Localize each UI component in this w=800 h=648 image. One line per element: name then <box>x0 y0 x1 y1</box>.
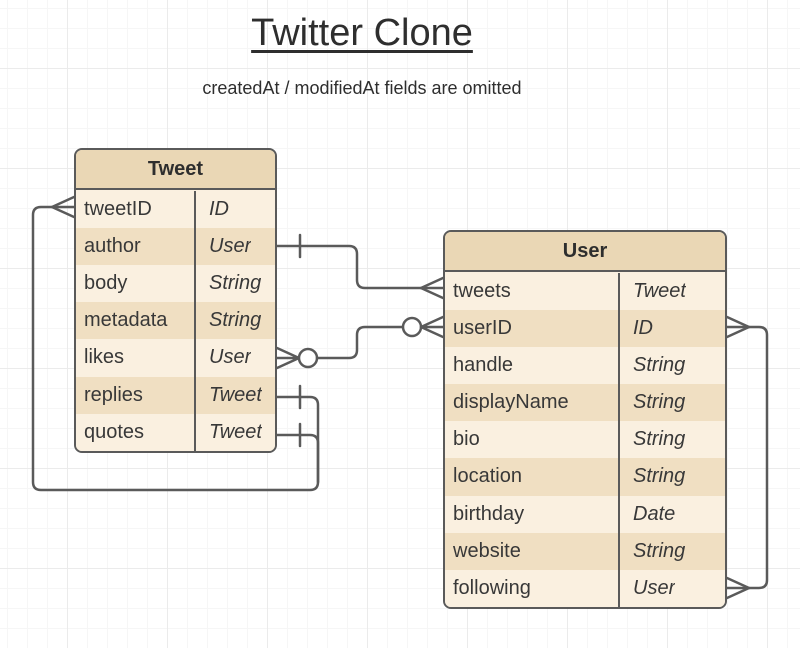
field-row-bio[interactable]: bio String <box>445 421 725 459</box>
field-type: User <box>209 234 252 257</box>
field-row-userid[interactable]: userID ID <box>445 309 725 347</box>
diagram-subtitle: createdAt / modifiedAt fields are omitte… <box>202 78 522 98</box>
field-name: location <box>453 465 522 488</box>
field-type: ID <box>209 197 229 220</box>
field-name: displayName <box>453 391 569 414</box>
edge-user-following-to-user-userid[interactable] <box>725 315 769 600</box>
field-type: Tweet <box>209 383 262 406</box>
crow-foot-many <box>419 315 445 339</box>
column-divider <box>193 190 196 451</box>
field-name: quotes <box>84 420 145 443</box>
field-type: String <box>633 353 686 376</box>
cardinality-zero-circle <box>297 347 319 369</box>
field-row-tweetid[interactable]: tweetID ID <box>76 190 275 228</box>
cardinality-zero-circle <box>401 316 423 338</box>
field-row-website[interactable]: website String <box>445 532 725 570</box>
entity-user[interactable]: User tweets Tweet userID ID handle Strin… <box>443 230 727 609</box>
field-type: Tweet <box>209 420 262 443</box>
field-name: userID <box>453 316 512 339</box>
edge-tweet-quotes-to-tweet-tweetid[interactable] <box>275 422 320 484</box>
field-type: String <box>633 428 686 451</box>
field-row-handle[interactable]: handle String <box>445 346 725 385</box>
field-type: String <box>633 539 686 562</box>
entity-tweet-title[interactable]: Tweet <box>76 150 275 190</box>
field-name: author <box>84 234 141 257</box>
field-row-birthday[interactable]: birthday Date <box>445 495 725 533</box>
field-name: bio <box>453 428 480 451</box>
field-row-tweets[interactable]: tweets Tweet <box>445 272 725 310</box>
field-row-metadata[interactable]: metadata String <box>76 302 275 340</box>
field-row-likes[interactable]: likes User <box>76 339 275 377</box>
column-divider <box>617 272 620 607</box>
crow-foot-many <box>725 576 751 600</box>
edge-tweet-author-to-user-tweets[interactable] <box>275 233 445 300</box>
field-name: tweets <box>453 279 511 302</box>
field-name: tweetID <box>84 197 152 220</box>
field-row-author[interactable]: author User <box>76 227 275 265</box>
field-type: ID <box>633 316 653 339</box>
edge-tweet-likes-to-user-userid[interactable] <box>275 315 445 370</box>
field-row-location[interactable]: location String <box>445 458 725 496</box>
field-name: replies <box>84 383 143 406</box>
crow-foot-many <box>50 195 76 219</box>
field-row-following[interactable]: following User <box>445 569 725 607</box>
crow-foot-many <box>419 276 445 300</box>
field-name: body <box>84 272 128 295</box>
field-name: following <box>453 576 531 599</box>
field-type: String <box>209 272 262 295</box>
entity-tweet-fields: tweetID ID author User body String metad… <box>76 190 275 451</box>
entity-tweet[interactable]: Tweet tweetID ID author User body String… <box>74 148 277 453</box>
field-type: Date <box>633 502 676 525</box>
crow-foot-many <box>725 315 751 339</box>
field-name: birthday <box>453 502 525 525</box>
field-row-replies[interactable]: replies Tweet <box>76 376 275 414</box>
field-row-quotes[interactable]: quotes Tweet <box>76 413 275 451</box>
entity-user-title[interactable]: User <box>445 232 725 272</box>
field-type: User <box>633 576 676 599</box>
entity-user-fields: tweets Tweet userID ID handle String dis… <box>445 272 725 607</box>
field-type: String <box>633 391 686 414</box>
field-type: String <box>209 309 262 332</box>
diagram-title: Twitter Clone <box>251 12 473 54</box>
field-type: User <box>209 346 252 369</box>
field-name: likes <box>84 346 125 369</box>
field-row-body[interactable]: body String <box>76 264 275 303</box>
field-name: metadata <box>84 309 168 332</box>
field-type: Tweet <box>633 279 686 302</box>
field-row-displayname[interactable]: displayName String <box>445 384 725 422</box>
field-name: website <box>453 539 521 562</box>
field-type: String <box>633 465 686 488</box>
crow-foot-many <box>275 346 301 370</box>
field-name: handle <box>453 353 514 376</box>
